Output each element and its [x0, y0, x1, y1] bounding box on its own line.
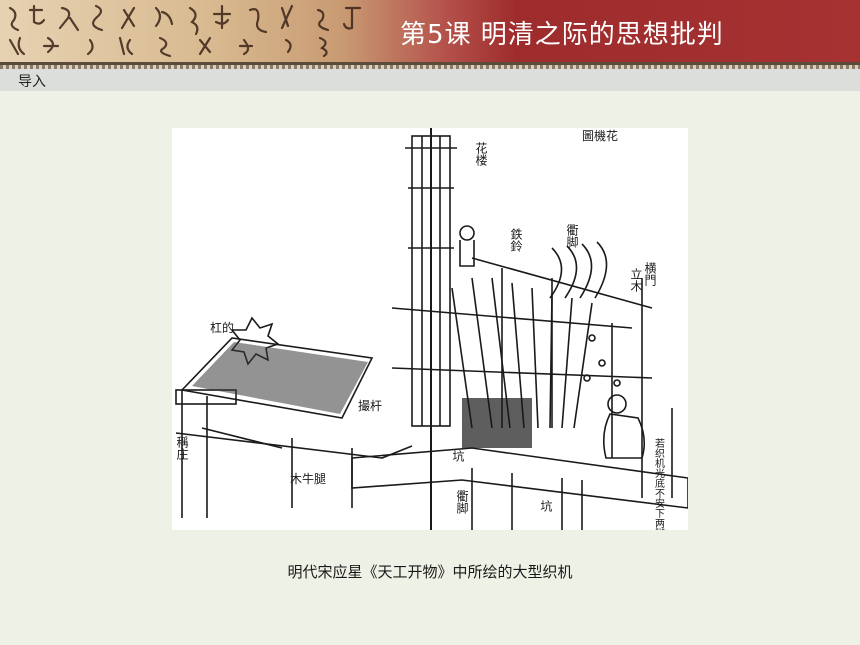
label-tieling: 鉄鈴 [509, 227, 523, 252]
label-figure-title: 圖機花 [582, 128, 618, 143]
label-right-note: 若织机光底不安下两脚 [653, 437, 665, 530]
label-gangjian: 杠的 [210, 320, 234, 335]
loom-illustration: 圖機花 花楼 鉄鈴 衢脚 立木 横門 杠的 稱庄 木牛腿 撮杆 坑 坑 衢脚 若… [172, 128, 688, 530]
label-mupai: 木牛腿 [290, 471, 326, 486]
label-limen: 立木 [629, 267, 643, 292]
figure-caption: 明代宋应星《天工开物》中所绘的大型织机 [287, 563, 573, 581]
label-wanguchi: 衢脚 [565, 224, 579, 248]
section-bar [0, 69, 860, 91]
label-chengzhuang: 稱庄 [175, 436, 189, 461]
calligraphy-decoration [8, 4, 362, 58]
page-title: 第5课 明清之际的思想批判 [400, 20, 724, 50]
label-keng-2: 坑 [539, 499, 553, 513]
label-keng-1: 坑 [451, 449, 465, 463]
label-hengmen: 横門 [643, 262, 657, 286]
header-dotted-border [0, 65, 860, 69]
label-hualou: 花楼 [474, 141, 488, 166]
header-divider [0, 62, 860, 65]
label-qujiao: 衢脚 [455, 490, 469, 514]
section-label: 导入 [18, 74, 46, 90]
header-banner: 第5课 明清之际的思想批判 [0, 0, 860, 62]
label-fuyang: 撮杆 [358, 399, 382, 413]
loom-drawing: 圖機花 花楼 鉄鈴 衢脚 立木 横門 杠的 稱庄 木牛腿 撮杆 坑 坑 衢脚 若… [175, 128, 688, 530]
